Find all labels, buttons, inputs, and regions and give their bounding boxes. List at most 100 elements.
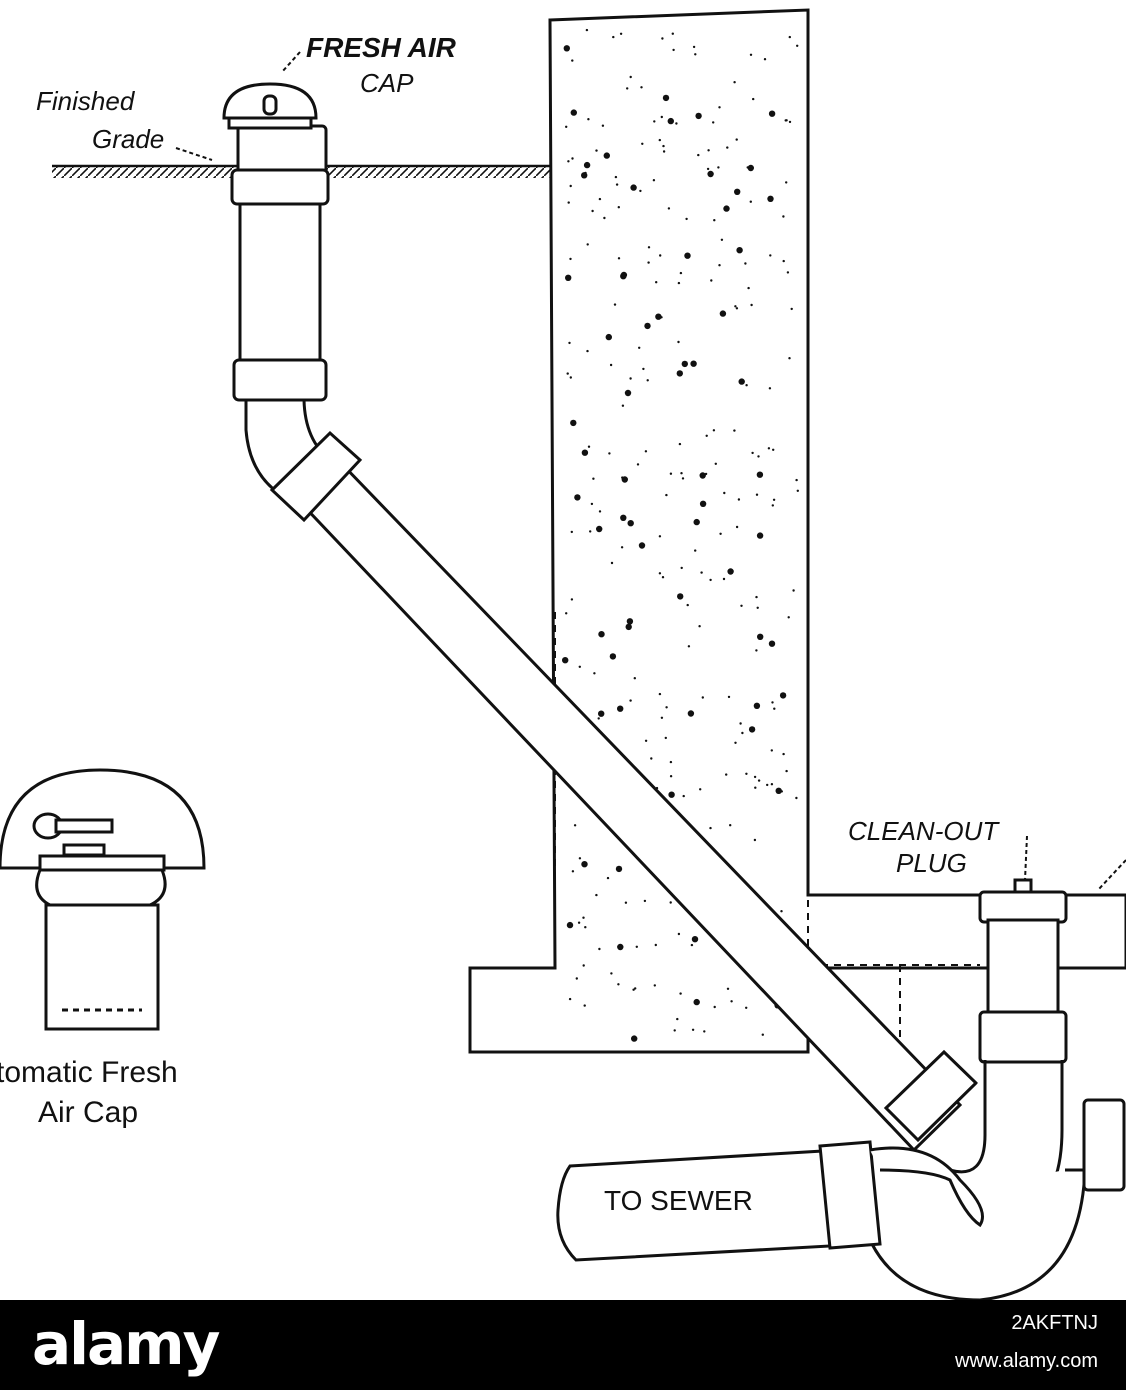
concrete-speck: [571, 870, 575, 873]
concrete-speck: [598, 947, 601, 951]
concrete-speck: [738, 378, 745, 385]
concrete-speck: [718, 264, 721, 267]
concrete-speck: [756, 606, 759, 609]
concrete-speck: [659, 254, 662, 257]
concrete-speck: [578, 665, 581, 668]
concrete-speck: [717, 166, 720, 169]
concrete-speck: [756, 471, 764, 478]
concrete-speck: [606, 876, 610, 880]
concrete-speck: [650, 757, 653, 760]
concrete-speck: [767, 447, 771, 450]
concrete-speck: [565, 274, 572, 281]
concrete-speck: [598, 510, 602, 513]
concrete-speck: [741, 731, 744, 735]
concrete-speck: [625, 623, 632, 631]
concrete-speck: [597, 717, 600, 720]
concrete-speck: [757, 633, 764, 640]
concrete-speck: [734, 305, 737, 308]
concrete-speck: [740, 604, 743, 607]
concrete-speck: [567, 201, 570, 204]
concrete-speck: [626, 618, 634, 625]
concrete-speck: [562, 657, 569, 664]
concrete-speck: [747, 286, 750, 290]
concrete-speck: [672, 48, 675, 52]
concrete-speck: [701, 696, 704, 699]
concrete-speck: [633, 677, 636, 680]
concrete-speck: [573, 824, 577, 827]
concrete-speck: [773, 707, 776, 710]
concrete-speck: [771, 701, 774, 704]
concrete-speck: [720, 238, 724, 241]
concrete-speck: [575, 977, 578, 980]
concrete-speck: [665, 706, 668, 709]
concrete-speck: [735, 307, 739, 310]
concrete-speck: [695, 112, 702, 120]
concrete-speck: [681, 360, 688, 368]
concrete-speck: [570, 598, 574, 601]
concrete-speck: [661, 576, 665, 579]
concrete-speck: [640, 86, 643, 89]
concrete-speck: [582, 916, 585, 919]
concrete-speck: [614, 175, 618, 179]
concrete-speck: [638, 346, 641, 349]
concrete-speck: [757, 779, 761, 782]
concrete-speck: [734, 741, 737, 744]
concrete-speck: [669, 901, 672, 904]
concrete-speck: [569, 184, 572, 188]
concrete-speck: [755, 595, 758, 599]
concrete-speck: [739, 722, 742, 725]
concrete-speck: [620, 546, 624, 549]
watermark-footer: alamy 2AKFTNJ www.alamy.com: [0, 1300, 1126, 1390]
concrete-speck: [699, 788, 702, 791]
concrete-speck: [629, 377, 632, 380]
concrete-speck: [570, 419, 577, 427]
concrete-speck: [768, 640, 776, 647]
concrete-speck: [585, 28, 589, 32]
concrete-speck: [658, 572, 662, 575]
concrete-speck: [658, 138, 661, 142]
concrete-speck: [660, 115, 663, 119]
concrete-speck: [605, 333, 612, 341]
concrete-speck: [668, 791, 675, 798]
concrete-speck: [662, 144, 665, 148]
concrete-speck: [677, 340, 680, 344]
concrete-speck: [729, 824, 732, 827]
automatic-cap-label-2: Air Cap: [38, 1096, 138, 1129]
concrete-speck: [642, 367, 645, 371]
concrete-speck: [787, 616, 790, 619]
concrete-speck: [736, 247, 743, 254]
concrete-speck: [697, 153, 700, 157]
concrete-speck: [713, 219, 716, 222]
concrete-speck: [687, 710, 695, 717]
concrete-speck: [734, 188, 741, 195]
concrete-speck: [665, 493, 668, 497]
concrete-speck: [629, 699, 632, 702]
concrete-speck: [577, 921, 581, 924]
concrete-speck: [756, 532, 764, 539]
concrete-speck: [676, 1017, 679, 1021]
concrete-speck: [712, 429, 716, 432]
concrete-speck: [713, 1005, 716, 1009]
concrete-speck: [654, 943, 657, 947]
concrete-speck: [563, 45, 570, 52]
concrete-speck: [644, 739, 648, 742]
concrete-speck: [709, 826, 712, 830]
concrete-speck: [662, 94, 670, 102]
concrete-speck: [755, 493, 759, 496]
fresh-air-cap-label-2: CAP: [360, 68, 414, 98]
concrete-speck: [745, 1006, 748, 1009]
concrete-speck: [705, 434, 708, 437]
concrete-speck: [747, 164, 754, 172]
concrete-speck: [567, 160, 570, 163]
concrete-speck: [757, 455, 760, 458]
concrete-speck: [620, 271, 628, 279]
concrete-speck: [592, 477, 595, 480]
concrete-speck: [680, 566, 683, 570]
concrete-speck: [615, 183, 619, 186]
concrete-speck: [566, 921, 574, 929]
concrete-speck: [753, 702, 761, 709]
concrete-speck: [788, 120, 792, 124]
concrete-speck: [694, 53, 697, 56]
concrete-speck: [571, 157, 574, 160]
concrete-speck: [617, 983, 620, 986]
